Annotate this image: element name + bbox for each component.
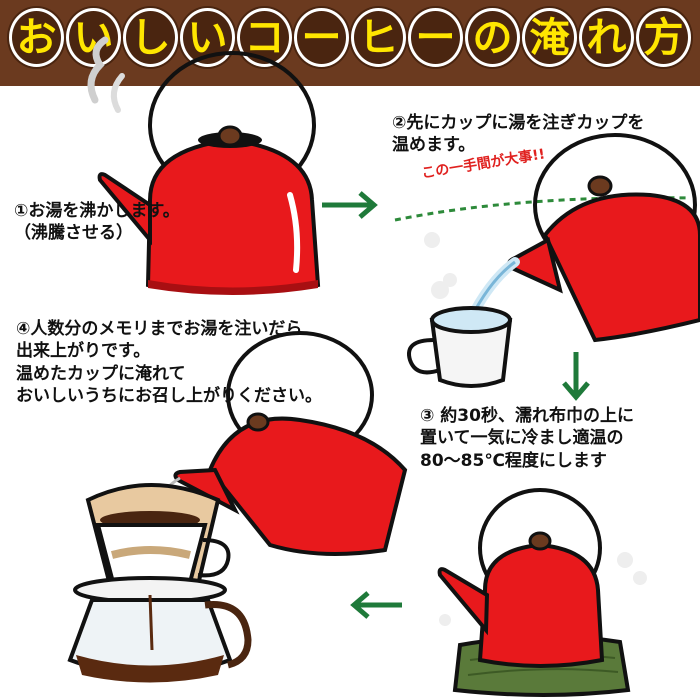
step-4-line: 温めたカップに淹れて xyxy=(16,363,186,384)
step-4-text: ④人数分のメモリまでお湯を注いだら 出来上がりです。 温めたカップに淹れて おい… xyxy=(16,318,322,408)
title-char: の xyxy=(465,8,520,67)
step-3-line: 80〜85℃程度にします xyxy=(420,450,607,471)
step-4-line: おいしいうちにお召し上がりください。 xyxy=(16,386,322,407)
steam-icon xyxy=(431,281,449,299)
steam-icon xyxy=(633,571,647,585)
arrow-left-icon xyxy=(350,591,402,619)
title-char: コ xyxy=(237,8,292,67)
step-2-text: ②先にカップに湯を注ぎカップを 温めます。 xyxy=(392,112,644,157)
step-2-line: ②先にカップに湯を注ぎカップを xyxy=(392,113,645,133)
step-3-line: 置いて一気に冷まし適温の xyxy=(420,428,624,449)
title-char: 方 xyxy=(636,8,691,67)
title-char: 淹 xyxy=(522,8,577,67)
steam-icon xyxy=(443,273,457,287)
step-4-line: ④人数分のメモリまでお湯を注いだら xyxy=(16,319,303,339)
step-1-text: ①お湯を沸かします。 （沸騰させる） xyxy=(14,200,180,245)
title-char: お xyxy=(9,8,64,67)
step-2-line: 温めます。 xyxy=(392,135,476,156)
title-char: ー xyxy=(408,8,463,67)
step-1-line: ①お湯を沸かします。 xyxy=(14,201,180,221)
coffee-dripper-icon xyxy=(67,483,252,683)
kettle-icon xyxy=(150,331,408,556)
arrow-down-icon xyxy=(562,352,590,401)
steam-icon xyxy=(424,232,440,248)
step-1-line: （沸騰させる） xyxy=(14,223,133,244)
title-char: ヒ xyxy=(351,8,406,67)
kettle-icon xyxy=(87,36,321,295)
steam-icon xyxy=(617,552,633,568)
page-title: お い し い コ ー ヒ ー の 淹 れ 方 xyxy=(0,8,700,78)
title-char: し xyxy=(123,8,178,67)
step-3-text: ③ 約30秒、濡れ布巾の上に 置いて一気に冷まし適温の 80〜85℃程度にします xyxy=(420,405,634,472)
kettle-icon xyxy=(437,488,647,697)
title-char: れ xyxy=(579,8,634,67)
step-4-line: 出来上がりです。 xyxy=(16,341,151,362)
steam-icon xyxy=(110,73,125,113)
steam-icon xyxy=(439,614,451,626)
cup-icon xyxy=(407,232,513,388)
step-3-line: ③ 約30秒、濡れ布巾の上に xyxy=(420,406,634,426)
title-char: ー xyxy=(294,8,349,67)
arrow-right-icon xyxy=(322,191,378,219)
steam-icon xyxy=(87,36,109,104)
